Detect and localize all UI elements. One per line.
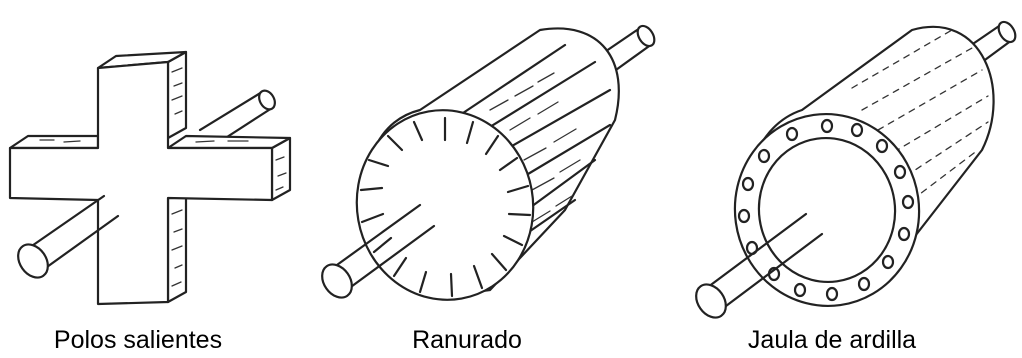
caption-squirrel-cage: Jaula de ardilla	[748, 326, 916, 355]
salient-pole-rotor-drawing	[0, 0, 300, 320]
squirrel-cage-rotor-drawing	[682, 0, 1022, 320]
slotted-rotor-drawing	[310, 0, 670, 320]
caption-salient-poles: Polos salientes	[54, 326, 222, 355]
caption-slotted: Ranurado	[412, 326, 522, 355]
